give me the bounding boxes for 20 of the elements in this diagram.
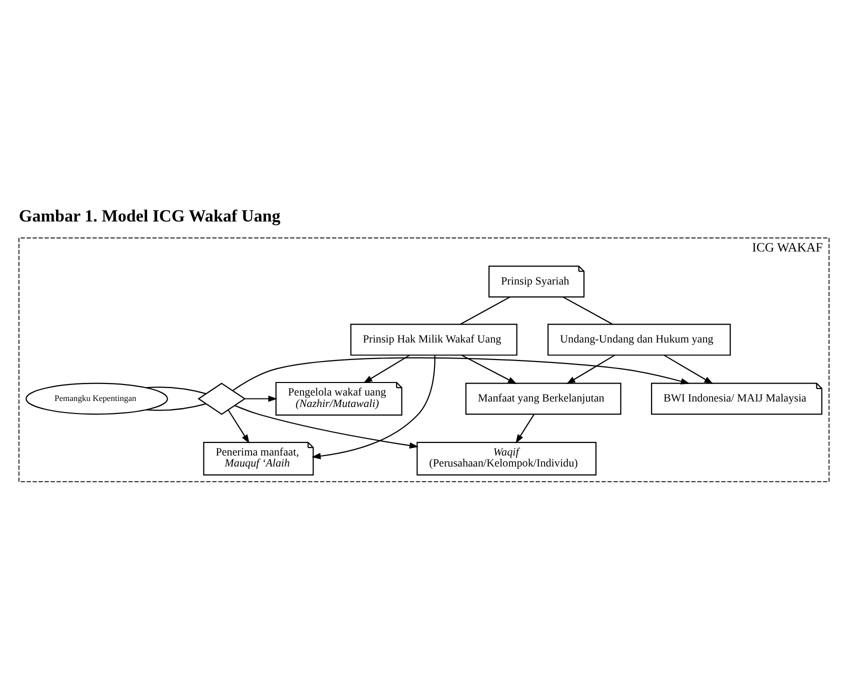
arrow — [462, 354, 517, 384]
node-box: Prinsip Hak Milik Wakaf Uang — [350, 323, 518, 356]
connector — [146, 402, 206, 410]
connector — [562, 296, 613, 324]
connector — [460, 296, 510, 324]
arrow — [228, 409, 250, 444]
arrow — [244, 395, 278, 402]
arrow — [312, 354, 436, 459]
node-box: Waqif (Perusahaan/Kelompok/Individu) — [416, 441, 596, 475]
arrow — [566, 354, 616, 384]
node-ellipse: Pemangku Kepentingan — [26, 382, 168, 414]
arrow — [363, 354, 410, 383]
connector — [146, 386, 206, 394]
arrow — [664, 354, 714, 384]
arrow — [516, 414, 535, 443]
diagram-title: Gambar 1. Model ICG Wakaf Uang — [18, 206, 280, 226]
node-diamond — [198, 382, 246, 414]
node-box: Undang-Undang dan Hukum yang — [547, 323, 731, 356]
arrow — [232, 356, 690, 390]
node-box: Manfaat yang Berkelanjutan — [465, 382, 622, 414]
